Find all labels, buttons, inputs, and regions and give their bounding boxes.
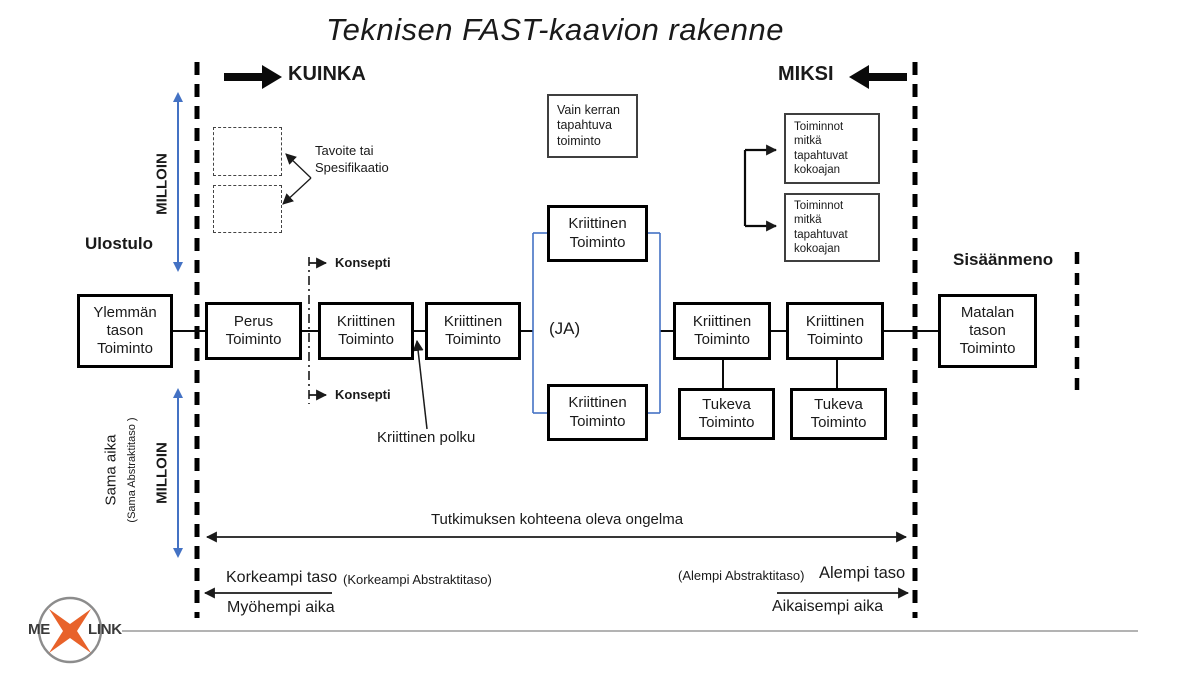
higher-level-function-box: Ylemmän tason Toiminto xyxy=(77,294,173,368)
lower-abstraction-label: (Alempi Abstraktitaso) xyxy=(678,568,805,583)
objective-box-1 xyxy=(213,127,282,176)
why-label: MIKSI xyxy=(778,63,834,85)
problem-scope-label: Tutkimuksen kohteena oleva ongelma xyxy=(430,511,684,528)
when-upper-label: MILLOIN xyxy=(153,153,171,215)
logo-circle xyxy=(37,596,103,664)
all-time-function-box-2: Toiminnot mitkä tapahtuvat kokoajan xyxy=(784,193,880,262)
critical-function-box-3: Kriittinen Toiminto xyxy=(673,302,771,360)
higher-abstraction-label: (Korkeampi Abstraktitaso) xyxy=(343,572,492,587)
and-label: (JA) xyxy=(549,319,581,338)
output-label: Ulostulo xyxy=(85,234,153,253)
objective-pointer-top xyxy=(285,153,312,179)
all-time-function-box-1: Toiminnot mitkä tapahtuvat kokoajan xyxy=(784,113,880,184)
logo-text-right: LINK xyxy=(88,621,122,638)
when-lower-label: MILLOIN xyxy=(153,442,171,504)
critical-path-pointer-arrow xyxy=(412,339,428,430)
lower-level-function-box: Matalan tason Toiminto xyxy=(938,294,1037,368)
how-direction-arrow-icon xyxy=(224,65,282,89)
lower-level-label: Alempi taso xyxy=(819,564,906,582)
input-label: Sisäänmeno xyxy=(953,250,1054,269)
concept-top-label: Konsepti xyxy=(335,255,391,270)
all-time-bracket-arrows xyxy=(743,144,778,232)
later-time-label: Myöhempi aika xyxy=(227,599,335,616)
logo-text-left: ME xyxy=(28,621,50,638)
why-direction-arrow-icon xyxy=(849,65,907,89)
critical-function-box-and-bottom: Kriittinen Toiminto xyxy=(547,384,648,441)
same-abstraction-label: (Sama Abstraktitaso ) xyxy=(126,417,138,523)
critical-function-box-2: Kriittinen Toiminto xyxy=(425,302,521,360)
supporting-function-box-2: Tukeva Toiminto xyxy=(790,388,887,440)
critical-path-label: Kriittinen polku xyxy=(377,429,476,446)
objective-label: Tavoite tai Spesifikaatio xyxy=(315,143,389,175)
earlier-time-label: Aikaisempi aika xyxy=(772,598,884,615)
concept-bottom-label: Konsepti xyxy=(335,387,391,402)
same-time-label: Sama aika xyxy=(102,434,120,506)
one-time-function-box: Vain kerran tapahtuva toiminto xyxy=(547,94,638,158)
higher-level-label: Korkeampi taso xyxy=(226,569,338,586)
and-branch-connectors xyxy=(532,232,661,414)
logo-x-star-icon xyxy=(49,609,91,653)
how-label: KUINKA xyxy=(288,63,366,85)
objective-box-2 xyxy=(213,185,282,233)
critical-function-box-4: Kriittinen Toiminto xyxy=(786,302,884,360)
page-title: Teknisen FAST-kaavion rakenne xyxy=(326,12,784,47)
basic-function-box: Perus Toiminto xyxy=(205,302,302,360)
main-chain-connectors xyxy=(173,330,938,388)
critical-function-box-1: Kriittinen Toiminto xyxy=(318,302,414,360)
critical-function-box-and-top: Kriittinen Toiminto xyxy=(547,205,648,262)
supporting-function-box-1: Tukeva Toiminto xyxy=(678,388,775,440)
objective-pointer-bottom xyxy=(282,177,312,205)
